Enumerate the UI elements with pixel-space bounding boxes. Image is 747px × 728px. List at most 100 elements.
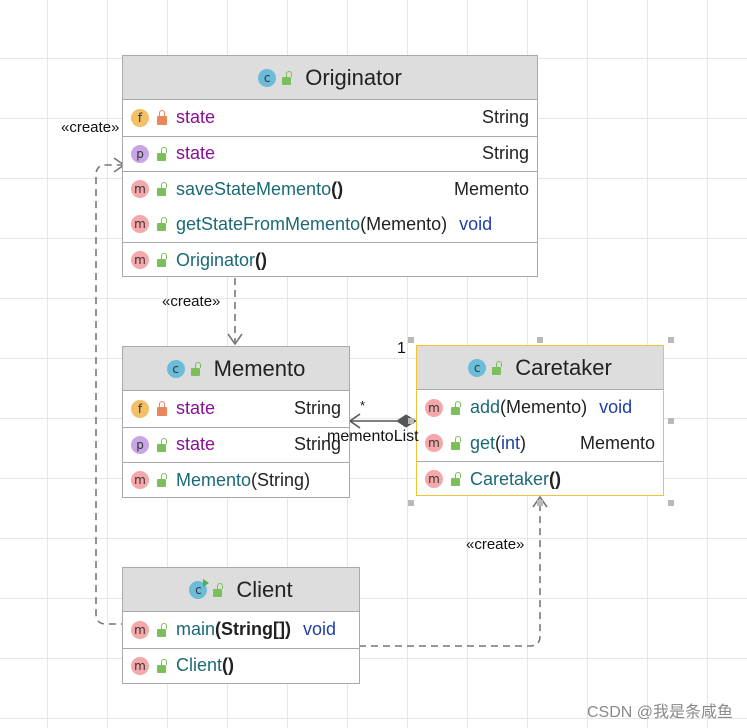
constructor-row[interactable]: m Originator() xyxy=(123,242,537,278)
field-name: state xyxy=(176,398,216,419)
method-row[interactable]: m add(Memento) void xyxy=(417,390,663,426)
field-type: String xyxy=(293,398,341,419)
property-icon: p xyxy=(131,144,149,163)
field-icon: f xyxy=(131,399,149,418)
property-type: String xyxy=(481,143,529,164)
constructor-row[interactable]: m Client() xyxy=(123,647,359,684)
watermark: CSDN @我是条咸鱼 xyxy=(586,704,733,721)
method-icon: m xyxy=(425,398,443,417)
property-row[interactable]: p state String xyxy=(123,426,349,463)
property-type: String xyxy=(293,434,341,455)
selection-handle[interactable] xyxy=(408,500,414,506)
method-name: get xyxy=(470,432,496,453)
public-lock-icon xyxy=(451,436,461,451)
class-title: Originator xyxy=(305,64,402,90)
private-lock-icon xyxy=(157,401,167,417)
constructor-params: (String) xyxy=(251,469,311,490)
public-lock-icon xyxy=(451,472,461,487)
public-lock-icon xyxy=(213,582,224,597)
method-row[interactable]: m getStateFromMemento(Memento) void xyxy=(123,207,537,243)
class-icon: c xyxy=(468,358,487,377)
constructor-params: () xyxy=(255,249,268,270)
constructor-name: Memento xyxy=(176,469,252,490)
method-return-type: void xyxy=(459,213,493,234)
public-lock-icon xyxy=(157,473,167,488)
method-icon: m xyxy=(131,215,149,234)
public-lock-icon xyxy=(157,253,167,268)
method-icon: m xyxy=(131,471,149,490)
public-lock-icon xyxy=(157,437,167,452)
method-name: getStateFromMemento xyxy=(176,213,361,234)
private-lock-icon xyxy=(157,110,167,126)
constructor-params: () xyxy=(549,468,562,489)
client-class[interactable]: c Client m main(String[]) void m Client(… xyxy=(122,567,360,684)
method-row[interactable]: m saveStateMemento() Memento xyxy=(123,171,537,207)
method-return-type: void xyxy=(303,619,337,640)
method-return-type: Memento xyxy=(453,178,529,199)
method-params-open: ( xyxy=(495,432,502,453)
method-params: (String[]) xyxy=(215,619,291,640)
method-icon: m xyxy=(131,251,149,270)
field-row[interactable]: f state String xyxy=(123,391,349,427)
public-lock-icon xyxy=(157,622,167,637)
arrowhead-aggregation xyxy=(348,413,361,429)
dependency-client-caretaker xyxy=(359,497,541,647)
method-params: () xyxy=(331,178,344,199)
constructor-name: Originator xyxy=(176,249,256,270)
property-name: state xyxy=(176,143,216,164)
selection-handle[interactable] xyxy=(668,337,674,343)
method-icon: m xyxy=(131,620,149,639)
method-param-type: int xyxy=(501,432,521,453)
arrowhead-originator-memento xyxy=(227,333,243,346)
property-icon: p xyxy=(131,435,149,454)
class-title: Caretaker xyxy=(515,354,612,380)
selection-handle[interactable] xyxy=(537,500,543,506)
method-row[interactable]: m main(String[]) void xyxy=(123,612,359,648)
public-lock-icon xyxy=(157,182,167,197)
selection-handle[interactable] xyxy=(408,337,414,343)
public-lock-icon xyxy=(492,360,503,375)
selection-handle[interactable] xyxy=(537,337,543,343)
method-return-type: void xyxy=(599,397,633,418)
method-icon: m xyxy=(425,434,443,453)
field-icon: f xyxy=(131,108,149,127)
selection-handle[interactable] xyxy=(668,500,674,506)
create-label-client-originator: «create» xyxy=(61,119,120,136)
property-name: state xyxy=(176,434,216,455)
runnable-class-icon: c xyxy=(189,578,210,599)
method-row[interactable]: m get(int) Memento xyxy=(417,426,663,462)
field-row[interactable]: f state String xyxy=(123,100,537,136)
constructor-row[interactable]: m Caretaker() xyxy=(417,461,663,497)
caretaker-class[interactable]: c Caretaker m add(Memento) void m get(in… xyxy=(416,345,664,496)
originator-class[interactable]: c Originator f state String p state Stri… xyxy=(122,55,538,277)
property-row[interactable]: p state String xyxy=(123,135,537,172)
originator-header[interactable]: c Originator xyxy=(123,56,537,100)
class-icon: c xyxy=(258,68,277,87)
class-icon: c xyxy=(166,359,185,378)
aggregation-role-label: mementoList xyxy=(327,428,419,445)
constructor-row[interactable]: m Memento(String) xyxy=(123,462,349,498)
selection-handle[interactable] xyxy=(408,418,414,424)
method-name: saveStateMemento xyxy=(176,178,332,199)
target-multiplicity-label: * xyxy=(360,398,366,413)
public-lock-icon xyxy=(282,70,293,85)
method-icon: m xyxy=(425,470,443,489)
method-name: add xyxy=(470,397,501,418)
memento-class[interactable]: c Memento f state String p state String … xyxy=(122,346,350,498)
public-lock-icon xyxy=(190,361,201,376)
public-lock-icon xyxy=(157,217,167,232)
method-icon: m xyxy=(131,656,149,675)
constructor-name: Client xyxy=(176,655,223,676)
method-params-close: ) xyxy=(520,432,527,453)
client-header[interactable]: c Client xyxy=(123,568,359,612)
memento-header[interactable]: c Memento xyxy=(123,347,349,391)
method-name: main xyxy=(176,619,216,640)
class-title: Client xyxy=(236,576,293,602)
public-lock-icon xyxy=(157,146,167,161)
constructor-name: Caretaker xyxy=(470,468,550,489)
field-type: String xyxy=(481,107,529,128)
selection-handle[interactable] xyxy=(668,418,674,424)
caretaker-header[interactable]: c Caretaker xyxy=(417,346,663,390)
method-return-type: Memento xyxy=(579,432,655,453)
